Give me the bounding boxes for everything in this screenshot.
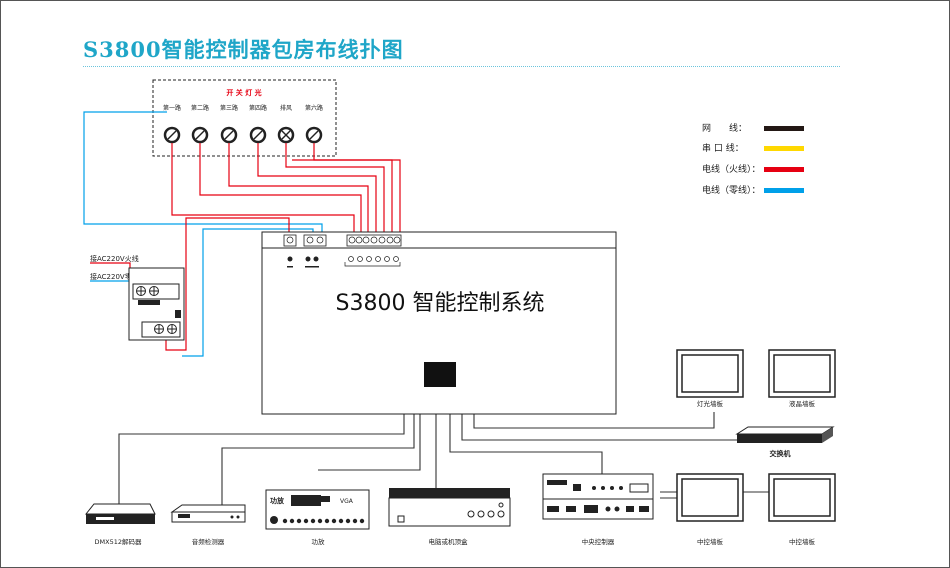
pc-or-settop-box: 电脑或机顶盒 [388, 488, 511, 546]
legend-swatch-live [764, 167, 804, 172]
control-wall-panel-1: 中控墙板 [676, 473, 744, 546]
legend-label-live: 电线（火线）： [702, 163, 761, 175]
breaker-module: 接AC220V火线 接AC220V零线 [90, 254, 185, 341]
legend-label-serial: 串 口 线： [702, 142, 744, 154]
controller-name: S3800 智能控制系统 [336, 291, 545, 316]
light-wall-panel: 灯光墙板 [676, 349, 744, 408]
legend-swatch-serial [764, 146, 804, 151]
terminal-screw-icon [149, 286, 159, 296]
control-panel-2-label: 中控墙板 [789, 537, 816, 546]
central-controller-label: 中央控制器 [582, 537, 615, 546]
dmx512-decoder: DMX512解码器 [84, 503, 156, 546]
page-title: S3800智能控制器包房布线扑图 [83, 37, 404, 62]
audio-detector: 音频检测器 [170, 504, 246, 546]
terminal-screw-icon [167, 324, 177, 334]
amplifier-badge-text: VGA [340, 498, 354, 505]
switch-label-5: 排风 [280, 104, 292, 112]
amplifier: 功放 VGA 功放 [265, 489, 370, 546]
neutral-input-label: 接AC220V零线 [90, 272, 139, 281]
legend-swatch-network [764, 126, 804, 131]
controller-display [424, 362, 456, 387]
light-panel-label: 灯光墙板 [697, 399, 724, 408]
terminal-screw-icon [136, 286, 146, 296]
terminal-screw-icon [154, 324, 164, 334]
control-panel-1-label: 中控墙板 [697, 537, 724, 546]
s3800-controller: S3800 智能控制系统 [261, 231, 617, 415]
amplifier-brand: 功放 [270, 496, 285, 505]
pc-label: 电脑或机顶盒 [429, 537, 469, 546]
title-divider [83, 66, 840, 67]
amplifier-label: 功放 [312, 537, 326, 546]
switch-label-6: 第六路 [305, 104, 323, 112]
switch-label-3: 第三路 [220, 104, 238, 112]
live-wires [90, 143, 401, 351]
amplifier-badge [320, 496, 330, 502]
switch-label-2: 第二路 [191, 104, 209, 112]
legend-swatch-neutral [764, 188, 804, 193]
audio-detector-label: 音频检测器 [192, 537, 225, 546]
switch-panel-title: 开 关 灯 光 [226, 88, 261, 97]
switch-label-4: 第四路 [249, 104, 267, 112]
light-switch-panel: 开 关 灯 光 第一路 第二路 第三路 第四路 排风 第六路 [152, 79, 337, 157]
legend: 网 线： 串 口 线： 电线（火线）： 电线（零线）： [702, 122, 804, 196]
lcd-wall-panel: 液晶墙板 [768, 349, 836, 408]
lcd-panel-label: 液晶墙板 [789, 399, 816, 408]
live-input-label: 接AC220V火线 [90, 254, 139, 263]
switch-label-1: 第一路 [163, 104, 181, 112]
control-wall-panel-2: 中控墙板 [768, 473, 836, 546]
legend-label-neutral: 电线（零线）： [702, 184, 761, 196]
dmx512-decoder-label: DMX512解码器 [95, 537, 142, 546]
network-switch: 交换机 [735, 426, 835, 458]
legend-label-network: 网 线： [702, 122, 747, 134]
switch-device-label: 交换机 [770, 449, 791, 458]
central-controller: 中央控制器 [542, 473, 654, 546]
